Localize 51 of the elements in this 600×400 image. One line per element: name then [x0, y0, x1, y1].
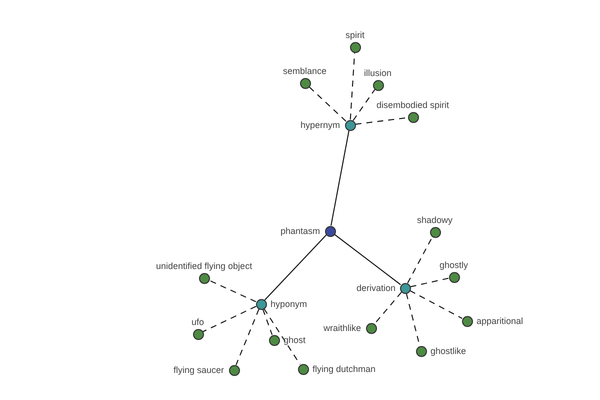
- dashed-connector: [410, 278, 450, 288]
- dashed-connector: [308, 86, 346, 122]
- dashed-connector: [374, 292, 402, 324]
- node-circle: [448, 272, 460, 282]
- node-circle: [324, 226, 336, 236]
- node-label: apparitional: [476, 316, 524, 326]
- node-label: phantasm: [280, 226, 320, 236]
- node-circle: [228, 364, 240, 376]
- node-circle: [366, 322, 376, 334]
- node-label: hypernym: [300, 120, 340, 130]
- node-circle: [416, 346, 426, 356]
- node-label: hyponym: [270, 299, 308, 309]
- dashed-connector: [409, 290, 463, 319]
- node-label: flying saucer: [174, 365, 224, 375]
- node-circle: [256, 298, 266, 310]
- dashed-connector: [352, 89, 376, 121]
- connector-line: [264, 234, 327, 300]
- node-circle: [344, 120, 356, 130]
- node-label: illusion: [364, 68, 392, 78]
- dashed-connector: [202, 306, 257, 332]
- dashed-connector: [350, 52, 356, 120]
- node-circle: [372, 80, 384, 90]
- dashed-connector: [208, 280, 256, 302]
- dashed-connector: [407, 236, 433, 284]
- dashed-connector: [263, 308, 301, 365]
- node-label: semblance: [283, 66, 327, 76]
- node-label: ghost: [284, 335, 306, 345]
- node-label: ghostly: [440, 260, 468, 270]
- node-circle: [350, 42, 360, 52]
- node-label: ufo: [192, 316, 204, 326]
- node-label: shadowy: [417, 214, 453, 224]
- node-label: wraithlike: [324, 323, 362, 333]
- connector-line: [334, 234, 402, 286]
- dashed-connector: [262, 308, 273, 336]
- node-circle: [462, 316, 472, 326]
- node-circle: [268, 334, 280, 346]
- node-circle: [400, 282, 410, 294]
- node-label: spirit: [346, 30, 365, 40]
- node-label: flying dutchman: [312, 364, 376, 374]
- node-label: disembodied spirit: [376, 100, 450, 110]
- node-label: unidentified flying object: [156, 260, 252, 270]
- node-circle: [408, 112, 418, 122]
- node-circle: [430, 226, 440, 238]
- node-circle: [198, 272, 210, 284]
- node-label: derivation: [356, 283, 396, 293]
- dashed-connector: [236, 308, 260, 366]
- connector-line: [330, 130, 350, 226]
- node-circle: [192, 328, 204, 340]
- node-circle: [298, 364, 308, 374]
- node-label: ghostlike: [430, 346, 466, 356]
- node-circle: [300, 78, 310, 88]
